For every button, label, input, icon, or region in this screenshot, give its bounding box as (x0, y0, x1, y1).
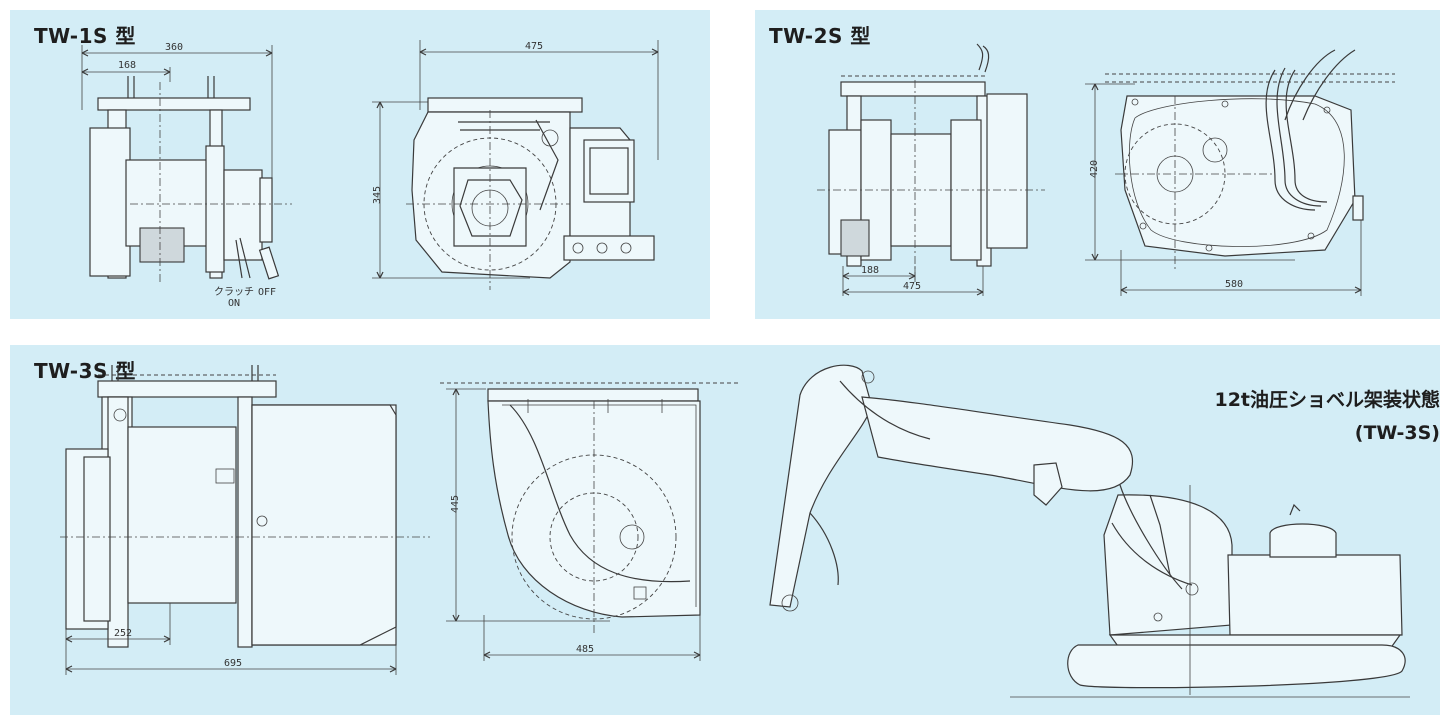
dim-tw3s-445: 445 (450, 495, 461, 513)
dim-tw1s-345: 345 (372, 186, 383, 204)
panel-tw2s: TW-2S 型 188 475 (755, 10, 1440, 319)
panel-title-tw1s: TW-1S 型 (34, 24, 136, 48)
panel-tw1s: TW-1S 型 360 168 (10, 10, 710, 319)
tw1s-drawing: 360 168 クラッチ ON OFF (81, 40, 659, 309)
tw1s-side-view: 475 345 (372, 40, 659, 290)
dim-tw1s-168: 168 (118, 60, 136, 71)
dim-tw1s-360: 360 (165, 42, 183, 53)
caption-excavator: 12t油圧ショベル架装状態 (TW-3S) (1214, 385, 1440, 444)
tw3s-front-view: 252 695 (60, 365, 430, 675)
label-on: ON (228, 298, 240, 309)
tw2s-front-view: 188 475 (817, 43, 1045, 296)
tw3s-drawing: 252 695 445 (60, 364, 1410, 698)
panel-tw3s: TW-3S 型 12t油圧ショベル架装状態 (TW-3S) (10, 345, 1440, 715)
tw2s-drawing: 188 475 420 (817, 43, 1395, 296)
dim-tw3s-252: 252 (114, 628, 132, 639)
dim-tw3s-485: 485 (576, 644, 594, 655)
tw3s-side-view: 445 485 (440, 382, 740, 661)
panel-title-tw2s: TW-2S 型 (769, 24, 871, 48)
tw1s-front-view: 360 168 クラッチ ON OFF (81, 42, 292, 309)
dim-tw2s-188: 188 (861, 265, 879, 276)
dim-tw2s-475: 475 (903, 281, 921, 292)
excavator-illustration (769, 364, 1410, 698)
dim-tw2s-420: 420 (1089, 160, 1100, 178)
label-off: OFF (258, 287, 276, 298)
dim-tw1s-475: 475 (525, 41, 543, 52)
dim-tw2s-580: 580 (1225, 279, 1243, 290)
dim-tw3s-695: 695 (224, 658, 242, 669)
caption-line2: (TW-3S) (1354, 422, 1440, 444)
label-clutch: クラッチ (214, 286, 254, 298)
tw2s-side-view: 420 580 (1085, 49, 1395, 296)
caption-line1: 12t油圧ショベル架装状態 (1214, 389, 1440, 411)
